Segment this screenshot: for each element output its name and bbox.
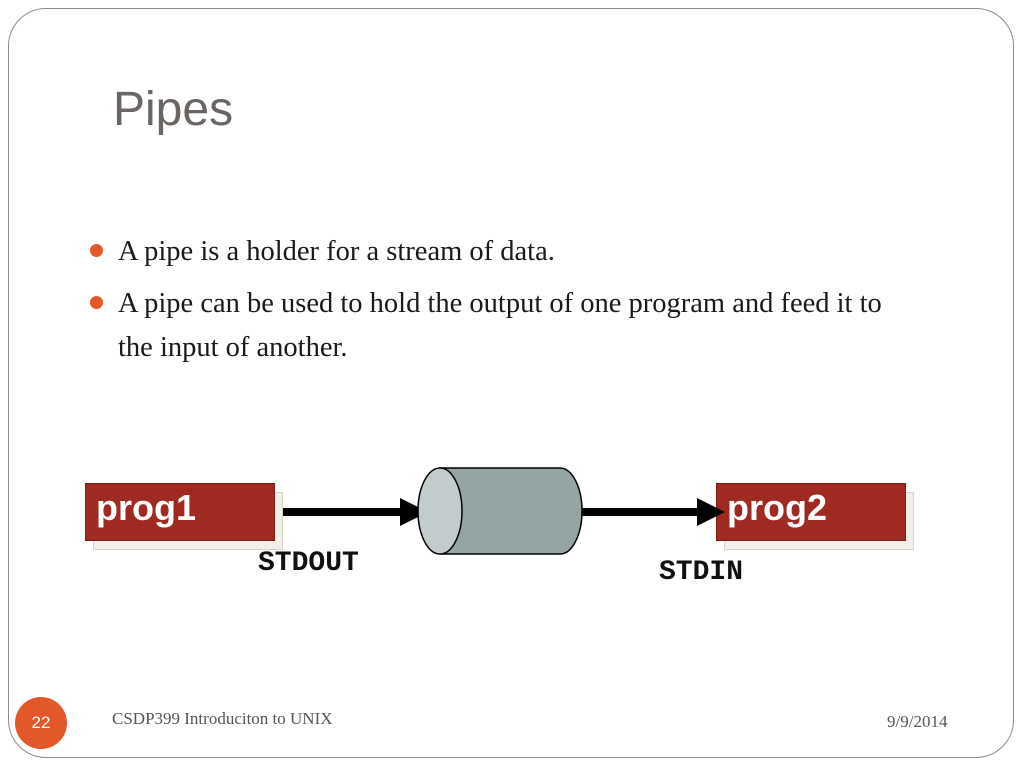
bullet-text: A pipe is a holder for a stream of data. xyxy=(118,236,555,267)
prog1-label: prog1 xyxy=(96,487,197,528)
bullet-list: A pipe is a holder for a stream of data.… xyxy=(90,230,910,378)
footer-course-title: CSDP399 Introduciton to UNIX xyxy=(112,709,333,728)
slide-number-badge: 22 xyxy=(15,697,67,749)
bullet-item: A pipe can be used to hold the output of… xyxy=(90,282,910,370)
bullet-dot-icon xyxy=(90,296,103,309)
slide-frame xyxy=(8,8,1014,758)
stdout-label: STDOUT xyxy=(258,548,359,579)
prog2-label: prog2 xyxy=(727,487,828,528)
bullet-item: A pipe is a holder for a stream of data. xyxy=(90,230,910,274)
bullet-dot-icon xyxy=(90,244,103,257)
slide-title: Pipes xyxy=(113,83,234,136)
footer-date: 9/9/2014 xyxy=(887,712,948,731)
bullet-text: A pipe can be used to hold the output of… xyxy=(118,288,882,363)
stdin-label: STDIN xyxy=(659,557,744,588)
prog2-box: prog2 xyxy=(716,483,906,541)
prog1-box: prog1 xyxy=(85,483,275,541)
